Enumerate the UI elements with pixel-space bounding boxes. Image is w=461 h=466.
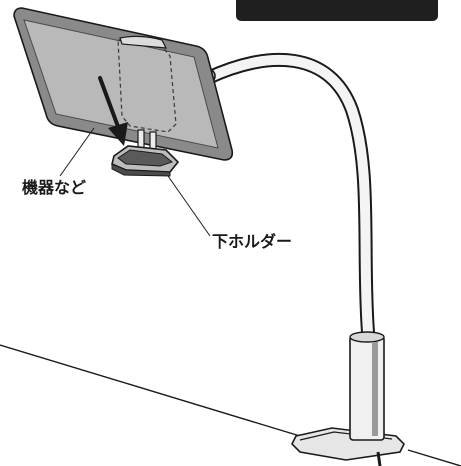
clamp-base <box>291 427 405 461</box>
upper-holder-top <box>119 35 168 49</box>
down-arrow-icon <box>98 76 128 146</box>
lower-holder-lip <box>117 149 174 167</box>
clamp-column <box>349 335 385 441</box>
clamp-screw <box>376 451 382 466</box>
gooseneck-arm <box>203 54 373 337</box>
desk-edge-line-right <box>407 449 461 466</box>
clamp-column-top <box>349 331 385 343</box>
callout-device-label: 機器など <box>22 178 87 197</box>
callout-lower-holder-label: 下ホルダー <box>212 232 293 251</box>
leader-line-holder <box>167 175 211 237</box>
desk-edge-line <box>0 344 301 437</box>
header-bar <box>236 0 438 21</box>
lower-holder-face <box>111 163 171 177</box>
leader-line-device <box>59 127 95 177</box>
